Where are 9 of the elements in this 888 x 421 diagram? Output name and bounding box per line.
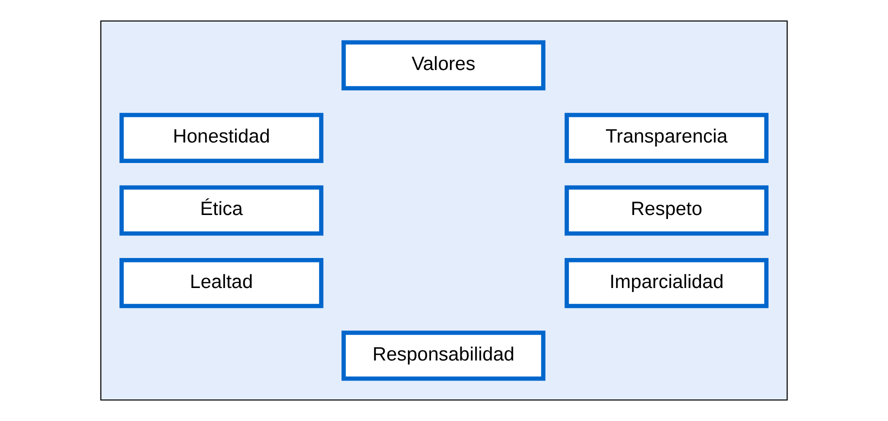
node-box: Lealtad	[120, 258, 324, 308]
node-box: Respeto	[564, 185, 768, 236]
node-box: Valores	[342, 40, 546, 90]
node-box: Imparcialidad	[564, 258, 768, 308]
node-box: Transparencia	[564, 112, 768, 163]
node-box: Responsabilidad	[342, 330, 546, 381]
cluster	[100, 20, 788, 400]
node-box: Ética	[120, 185, 324, 236]
node-box: Honestidad	[120, 112, 324, 163]
